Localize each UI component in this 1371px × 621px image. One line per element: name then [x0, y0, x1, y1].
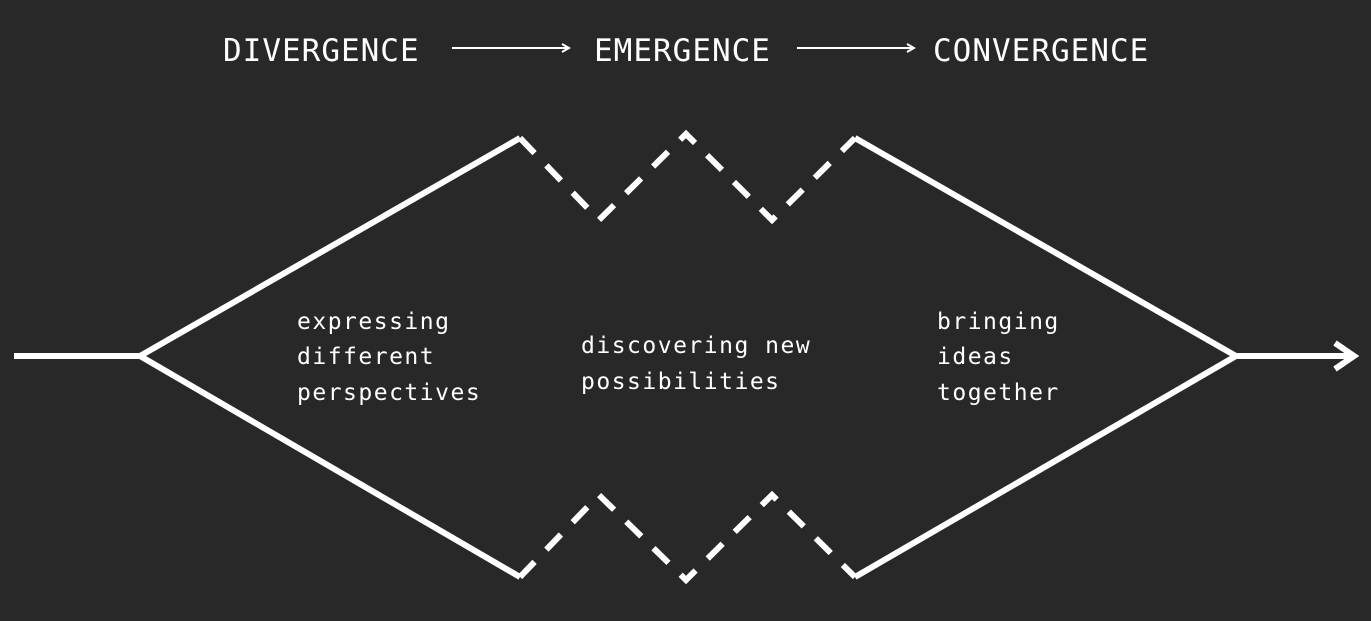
emergence-description: discovering new possibilities [581, 333, 827, 395]
divergence-description: expressing different perspectives [297, 309, 481, 406]
output-arrow-icon [1236, 340, 1360, 372]
phase-label-emergence: EMERGENCE [594, 33, 771, 69]
header-arrow-2-icon [797, 43, 917, 53]
phase-label-convergence: CONVERGENCE [933, 33, 1149, 69]
convergence-description: bringing ideas together [937, 309, 1075, 406]
header-arrow-1-icon [452, 43, 572, 53]
emergence-top-zigzag [517, 129, 858, 225]
convergence-outline [853, 135, 1243, 580]
divergence-outline [134, 135, 522, 580]
phase-label-divergence: DIVERGENCE [223, 33, 420, 69]
emergence-bottom-zigzag [517, 490, 858, 585]
